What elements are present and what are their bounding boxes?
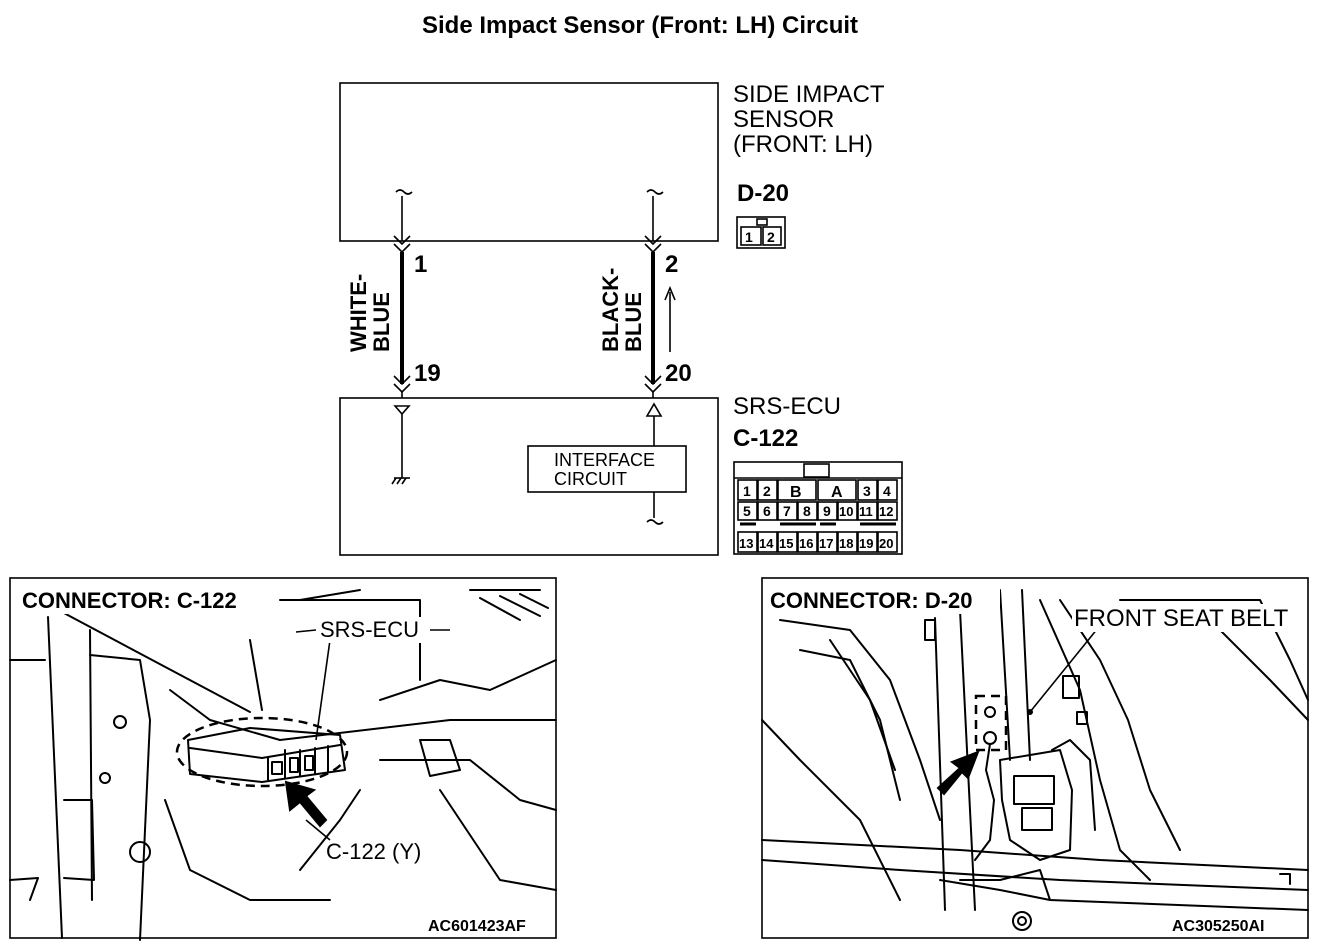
ground-icon <box>391 477 410 485</box>
c122-pin-12: 12 <box>879 504 893 519</box>
c122-callout-connector: C-122 (Y) <box>326 839 421 864</box>
c122-pin-16: 16 <box>799 536 813 551</box>
svg-text:BLACK-: BLACK- <box>598 268 623 352</box>
wire-2-color-label: BLACK- BLUE <box>598 268 646 352</box>
sensor-break-mark-1 <box>395 189 413 195</box>
c122-pin-4: 4 <box>883 483 891 499</box>
sensor-connector-label: D-20 <box>737 180 789 207</box>
diagram-title: Side Impact Sensor (Front: LH) Circuit <box>421 12 859 39</box>
ecu-connector-label: C-122 <box>733 425 798 452</box>
c122-pin-18: 18 <box>839 536 853 551</box>
c122-pin-3: 3 <box>863 483 871 499</box>
interface-circuit-box <box>527 445 687 493</box>
c122-pin-20: 20 <box>879 536 893 551</box>
c122-callout-ecu: SRS-ECU <box>320 617 419 642</box>
svg-text:BLUE: BLUE <box>369 292 394 352</box>
c122-pin-a: A <box>831 484 843 501</box>
c122-pin-15: 15 <box>779 536 793 551</box>
c122-pin-10: 10 <box>839 504 853 519</box>
c122-row-2: 5 6 7 8 9 10 11 12 <box>737 501 898 521</box>
d20-pin-1: 1 <box>745 229 753 245</box>
c122-connector-icon: 1 2 B A 3 4 5 6 7 8 9 10 11 12 <box>733 461 903 555</box>
c122-pin-13: 13 <box>739 536 753 551</box>
c122-figure-code: AC601423AF <box>428 918 526 935</box>
ecu-name: SRS-ECU <box>733 393 841 420</box>
c122-pin-1: 1 <box>743 483 751 499</box>
d20-pin-2: 2 <box>767 229 775 245</box>
ecu-break-mark <box>646 519 664 525</box>
c122-pin-b: B <box>790 484 802 501</box>
c122-pin-8: 8 <box>803 503 811 519</box>
c122-pin-5: 5 <box>743 503 751 519</box>
c122-pin-6: 6 <box>763 503 771 519</box>
d20-callout-belt: FRONT SEAT BELT <box>1074 605 1289 632</box>
svg-text:BLUE: BLUE <box>621 292 646 352</box>
connector-c122-illustration <box>9 577 557 941</box>
d20-connector-icon: 1 2 <box>736 216 786 249</box>
d20-figure-code: AC305250AI <box>1172 918 1265 935</box>
c122-pin-14: 14 <box>759 536 774 551</box>
c122-row-3: 13 14 15 16 17 18 19 20 <box>737 531 898 553</box>
c122-pin-17: 17 <box>819 536 833 551</box>
ecu-pin-19-label: 19 <box>414 360 441 387</box>
sensor-name-line-2: SENSOR <box>733 106 834 133</box>
interface-circuit-line-2: CIRCUIT <box>554 469 627 489</box>
connector-d20-illustration <box>761 577 1309 939</box>
sensor-break-mark-2 <box>646 189 664 195</box>
c122-pin-7: 7 <box>783 503 791 519</box>
c122-pin-19: 19 <box>859 536 873 551</box>
sensor-box <box>339 82 719 242</box>
sensor-pin-2-label: 2 <box>665 251 678 278</box>
sensor-pin-1-label: 1 <box>414 251 427 278</box>
sensor-name-line-1: SIDE IMPACT <box>733 81 885 108</box>
svg-text:WHITE-: WHITE- <box>346 274 371 352</box>
c122-panel-heading: CONNECTOR: C-122 <box>22 588 237 613</box>
current-flow-arrow <box>664 285 676 352</box>
wire-1-color-label: WHITE- BLUE <box>346 274 394 352</box>
ecu-pin-20-label: 20 <box>665 360 692 387</box>
c122-pin-9: 9 <box>823 503 831 519</box>
interface-circuit-line-1: INTERFACE <box>554 450 655 470</box>
sensor-name-line-3: (FRONT: LH) <box>733 131 873 158</box>
ecu-terminal-19 <box>393 405 411 416</box>
c122-pin-2: 2 <box>763 483 771 499</box>
c122-pin-11: 11 <box>859 504 873 519</box>
d20-panel-heading: CONNECTOR: D-20 <box>770 588 973 613</box>
